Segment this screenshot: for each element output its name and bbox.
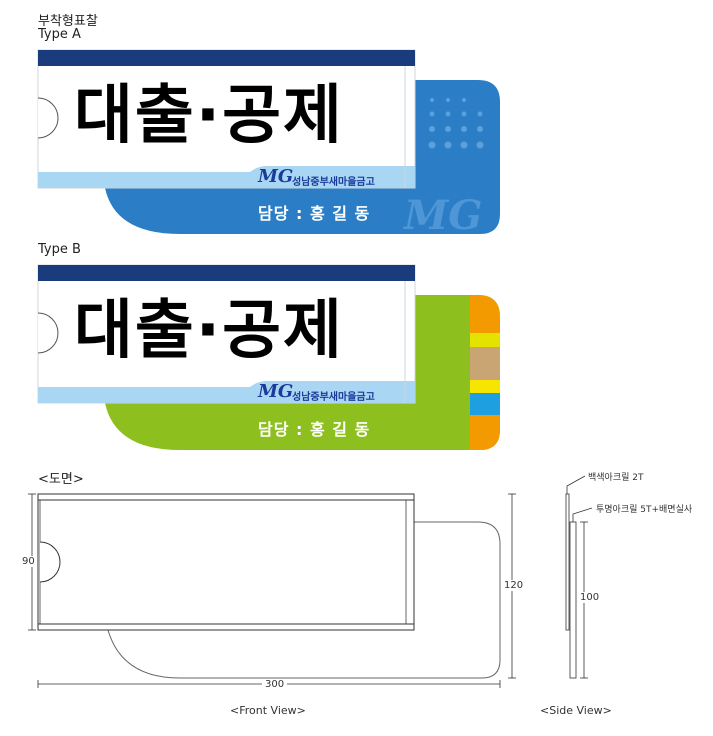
dim-height-back: 120 xyxy=(504,580,524,591)
type-a-label: Type A xyxy=(38,27,81,42)
front-view-back-outline xyxy=(107,521,501,679)
side-view-clear-plate xyxy=(569,521,577,679)
type-a-top-bar xyxy=(38,50,415,66)
side-note-white-acrylic: 백색아크릴 2T xyxy=(588,473,644,483)
front-view-front-plate xyxy=(37,493,415,631)
type-a-bottom-band xyxy=(38,166,415,188)
type-b-stripe-2 xyxy=(470,333,500,347)
type-a-notch xyxy=(37,97,59,139)
type-a-brand-name: 성남중부새마을금고 xyxy=(292,177,375,188)
type-b-manager: 담당 : 홍 길 동 xyxy=(258,420,371,439)
front-view-inner-frame xyxy=(39,499,407,625)
type-b-brand-logo: MG xyxy=(258,381,294,402)
front-view-label: <Front View> xyxy=(230,704,306,717)
type-a-manager: 담당 : 홍 길 동 xyxy=(258,204,371,223)
type-a-main-text: 대출·공제 xyxy=(74,79,344,153)
dim-height-front: 90 xyxy=(22,556,35,567)
type-b-bottom-band xyxy=(38,381,415,403)
type-b-notch xyxy=(37,312,59,354)
type-a-dot-pattern xyxy=(428,98,484,149)
dim-width: 300 xyxy=(262,679,288,690)
front-view-notch xyxy=(39,541,61,583)
type-b-label: Type B xyxy=(38,242,81,257)
type-b-main-text: 대출·공제 xyxy=(74,294,344,368)
type-b-stripe-3 xyxy=(470,347,500,380)
drawing-label: <도면> xyxy=(38,472,84,487)
type-b-top-bar xyxy=(38,265,415,281)
dim-side-height: 100 xyxy=(580,592,600,603)
page-title: 부착형표찰 xyxy=(38,14,98,29)
type-b-brand-name: 성남중부새마을금고 xyxy=(292,392,375,403)
type-b-stripe-1 xyxy=(470,295,500,333)
side-view-white-plate xyxy=(565,493,570,631)
type-b-stripe-5 xyxy=(470,393,500,415)
type-a-brand-logo: MG xyxy=(258,166,294,187)
type-b-stripe-4 xyxy=(470,380,500,393)
side-note-clear-acrylic: 투명아크릴 5T+배면실사 xyxy=(596,505,693,515)
type-a-front-plate xyxy=(37,49,416,189)
side-view-label: <Side View> xyxy=(540,704,612,717)
type-a-watermark: MG xyxy=(404,192,483,239)
type-b-stripe-6 xyxy=(470,415,500,450)
